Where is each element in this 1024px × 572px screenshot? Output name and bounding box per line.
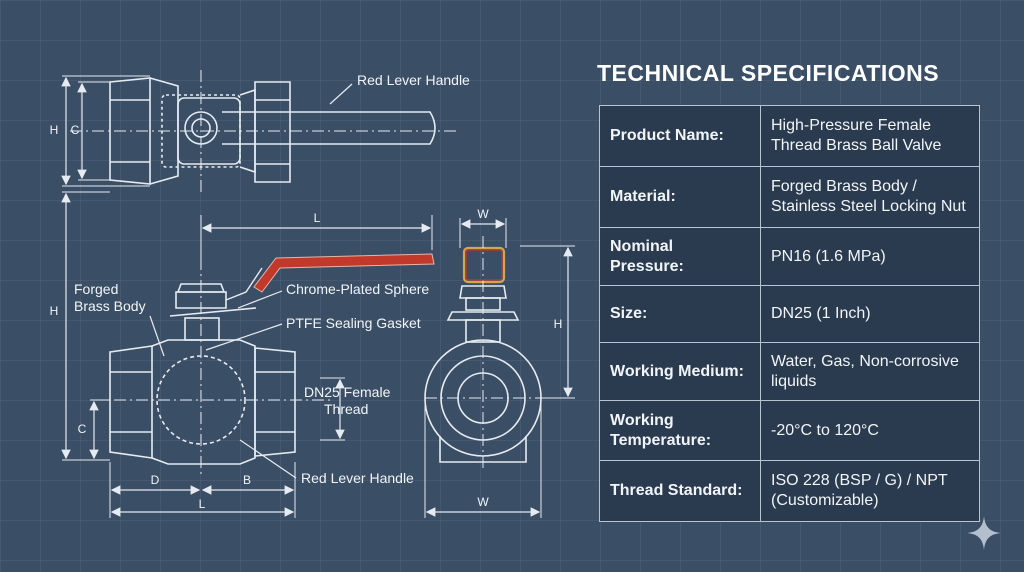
table-row: Product Name: High-Pressure Female Threa… [599,105,980,167]
spec-title: TECHNICAL SPECIFICATIONS [597,60,940,86]
spec-label: Nominal Pressure: [599,227,761,286]
dim-w-bottom: W [477,495,489,509]
label-chrome-plated-sphere: Chrome-Plated Sphere [286,281,429,297]
spec-table: Product Name: High-Pressure Female Threa… [599,105,980,522]
spec-label: Working Temperature: [599,400,761,461]
table-row: Working Temperature: -20°C to 120°C [599,400,980,461]
label-forged-brass-body-1: Forged [74,281,118,297]
spec-label: Thread Standard: [599,460,761,522]
sparkle-icon [967,516,1001,550]
spec-value: High-Pressure Female Thread Brass Ball V… [760,105,980,167]
red-lever-handle [253,253,435,293]
label-forged-brass-body-2: Brass Body [74,298,146,314]
dim-h-top: H [50,123,59,137]
table-row: Thread Standard: ISO 228 (BSP / G) / NPT… [599,460,980,522]
label-red-lever-handle-top: Red Lever Handle [357,72,470,88]
spec-value: ISO 228 (BSP / G) / NPT (Customizable) [760,460,980,522]
front-view [61,191,433,518]
dim-c-top: C [71,123,80,137]
label-dn25-female-thread-2: Thread [324,401,368,417]
spec-label: Material: [599,166,761,228]
dim-b: B [243,473,251,487]
top-view [61,70,460,195]
label-red-lever-handle-bottom: Red Lever Handle [301,470,414,486]
table-row: Material: Forged Brass Body / Stainless … [599,166,980,228]
dim-d: D [151,473,160,487]
label-ptfe-sealing-gasket: PTFE Sealing Gasket [286,315,421,331]
table-row: Nominal Pressure: PN16 (1.6 MPa) [599,227,980,286]
end-view [424,218,575,518]
spec-value: Water, Gas, Non-corrosive liquids [760,342,980,401]
dim-l-bottom: L [199,497,206,511]
dim-h-end: H [554,317,563,331]
label-dn25-female-thread-1: DN25 Female [304,384,391,400]
table-row: Size: DN25 (1 Inch) [599,285,980,343]
dim-h-side: H [50,304,59,318]
spec-value: DN25 (1 Inch) [760,285,980,343]
dim-c-side: C [78,422,87,436]
spec-value: -20°C to 120°C [760,400,980,461]
table-row: Working Medium: Water, Gas, Non-corrosiv… [599,342,980,401]
spec-label: Working Medium: [599,342,761,401]
spec-value: Forged Brass Body / Stainless Steel Lock… [760,166,980,228]
spec-label: Product Name: [599,105,761,167]
dim-l-top: L [314,211,321,225]
end-view-handle [465,249,503,281]
spec-label: Size: [599,285,761,343]
spec-value: PN16 (1.6 MPa) [760,227,980,286]
dim-w-top: W [477,207,489,221]
